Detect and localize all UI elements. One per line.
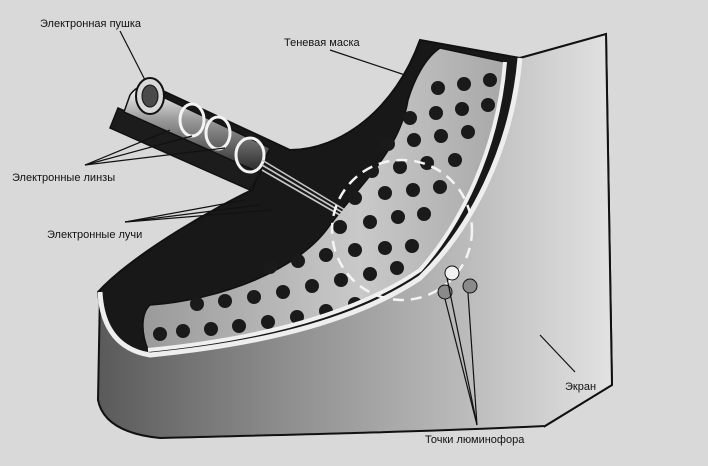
screen-top-rim (97, 57, 523, 358)
label-screen: Экран (565, 381, 596, 393)
leader-lines (84, 30, 576, 426)
shadow-mask-rim (147, 61, 507, 352)
electron-beams (261, 159, 346, 219)
focus-circle (330, 158, 474, 302)
label-electron-gun: Электронная пушка (40, 18, 142, 30)
phosphor-dots (437, 265, 478, 300)
label-phosphor-dots: Точки люминофора (425, 434, 525, 446)
label-shadow-mask: Теневая маска (284, 37, 360, 49)
label-electron-lenses: Электронные линзы (12, 172, 115, 184)
shadow-mask-holes (153, 73, 497, 341)
label-electron-beams: Электронные лучи (47, 229, 142, 241)
